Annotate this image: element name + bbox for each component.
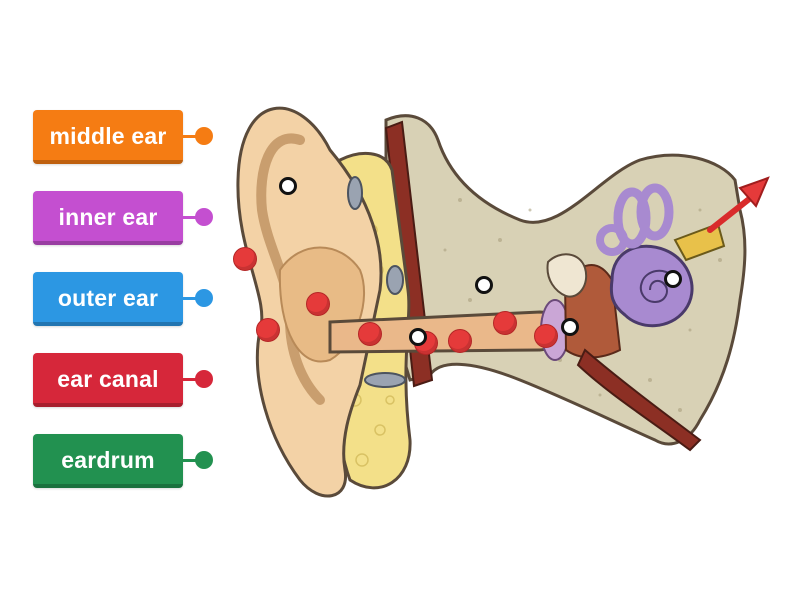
ossicles (546, 253, 588, 298)
drag-handle-dot[interactable] (195, 370, 213, 388)
drag-handle-dot[interactable] (195, 127, 213, 145)
auditory-nerve (673, 222, 726, 262)
red-dot-icon (256, 318, 280, 342)
drag-handle-dot[interactable] (195, 451, 213, 469)
drag-handle-dot[interactable] (195, 208, 213, 226)
drop-target-pin[interactable] (561, 318, 579, 336)
semicircular-canal (613, 187, 651, 249)
connector-line (183, 378, 197, 381)
label-middle-ear[interactable]: middle ear (33, 110, 213, 164)
drop-target-pin[interactable] (409, 328, 427, 346)
red-dot-icon (448, 329, 472, 353)
cartilage (364, 372, 406, 388)
semicircular-canal (596, 224, 628, 256)
semicircular-canal (636, 183, 674, 241)
label-text: inner ear (58, 203, 158, 230)
label-inner-ear[interactable]: inner ear (33, 191, 213, 245)
direction-arrow-icon (707, 176, 770, 233)
label-ear-canal[interactable]: ear canal (33, 353, 213, 407)
connector-line (183, 459, 197, 462)
connector-line (183, 135, 197, 138)
label-text: eardrum (61, 446, 155, 473)
label-outer-ear[interactable]: outer ear (33, 272, 213, 326)
pinna-inner (256, 133, 325, 405)
label-text: ear canal (57, 365, 159, 392)
drop-target-pin[interactable] (664, 270, 682, 288)
red-dot-icon (306, 292, 330, 316)
red-dot-icon (534, 324, 558, 348)
label-text: middle ear (49, 122, 167, 149)
cartilage (386, 265, 404, 295)
red-dot-icon (493, 311, 517, 335)
cochlea (609, 244, 694, 328)
eustachian-tube (576, 348, 702, 452)
connector-line (183, 297, 197, 300)
red-dot-icon (358, 322, 382, 346)
connector-line (183, 216, 197, 219)
cochlea-spiral (639, 269, 675, 304)
label-text: outer ear (57, 284, 159, 311)
cartilage (347, 176, 363, 210)
drag-handle-dot[interactable] (195, 289, 213, 307)
red-dot-icon (233, 247, 257, 271)
drop-target-pin[interactable] (475, 276, 493, 294)
label-eardrum[interactable]: eardrum (33, 434, 213, 488)
drop-target-pin[interactable] (279, 177, 297, 195)
